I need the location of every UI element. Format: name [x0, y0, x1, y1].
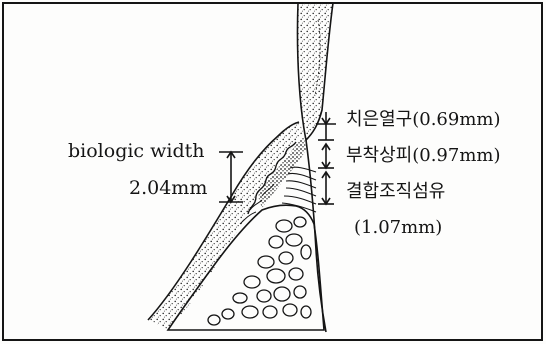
tooth-enamel	[297, 3, 333, 140]
connective-bracket	[318, 172, 334, 204]
attachment-bracket	[318, 144, 334, 168]
connective-tissue-label: 결합조직섬유	[346, 183, 445, 201]
connective-tissue-value: (1.07mm)	[354, 219, 442, 237]
sulcus-label: 치은열구(0.69mm)	[346, 111, 501, 129]
biologic-width-value: 2.04mm	[129, 179, 207, 198]
biologic-width-label: biologic width	[68, 142, 205, 161]
epithelial-attachment-label: 부착상피(0.97mm)	[346, 147, 501, 165]
